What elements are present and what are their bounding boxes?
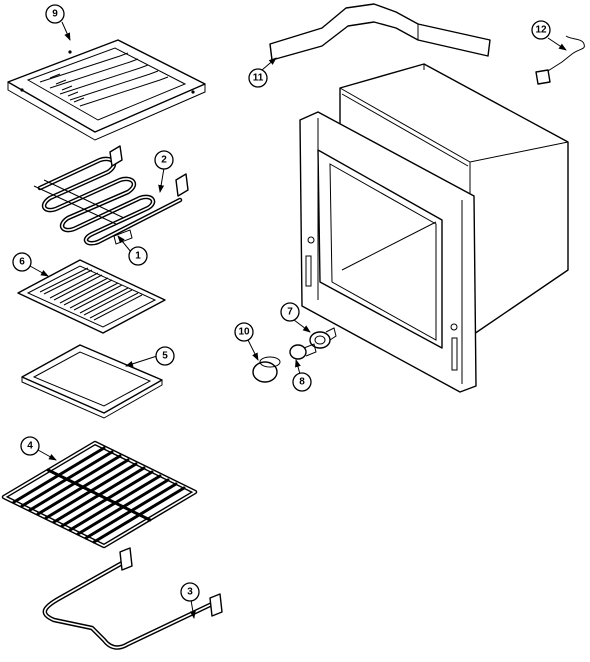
svg-text:4: 4 (27, 441, 33, 452)
svg-text:7: 7 (287, 307, 293, 318)
svg-text:12: 12 (535, 25, 547, 36)
oven-light-bulb (289, 343, 317, 360)
oven-temperature-sensor (535, 35, 585, 85)
oven-cavity (299, 63, 569, 393)
oven-light-lens (252, 356, 281, 383)
leader-lines (29, 21, 567, 619)
svg-text:2: 2 (161, 155, 167, 166)
callout-2: 2 (154, 150, 174, 170)
callout-3: 3 (180, 582, 200, 602)
broil-baffle-panel (7, 39, 206, 141)
svg-text:8: 8 (299, 377, 305, 388)
bake-element (42, 547, 223, 650)
svg-text:11: 11 (253, 73, 264, 84)
svg-text:10: 10 (238, 327, 250, 338)
callout-11: 11 (248, 68, 268, 88)
callout-5: 5 (155, 346, 175, 366)
callout-4: 4 (20, 436, 40, 456)
callout-12: 12 (531, 20, 551, 40)
svg-text:5: 5 (162, 351, 168, 362)
callout-8: 8 (292, 372, 312, 392)
oven-vent-duct (269, 3, 491, 61)
callout-7: 7 (280, 302, 300, 322)
svg-text:3: 3 (187, 587, 193, 598)
svg-text:1: 1 (135, 251, 141, 262)
oven-rack (1, 440, 198, 549)
broil-element (33, 145, 189, 246)
broiler-pan-insert (17, 259, 166, 334)
callout-1: 1 (128, 246, 148, 266)
broiler-pan (21, 344, 163, 419)
svg-text:6: 6 (19, 257, 25, 268)
svg-text:9: 9 (52, 9, 58, 20)
callout-6: 6 (12, 252, 32, 272)
callout-10: 10 (234, 322, 254, 342)
callout-9: 9 (45, 4, 65, 24)
oven-light-socket (309, 327, 337, 349)
